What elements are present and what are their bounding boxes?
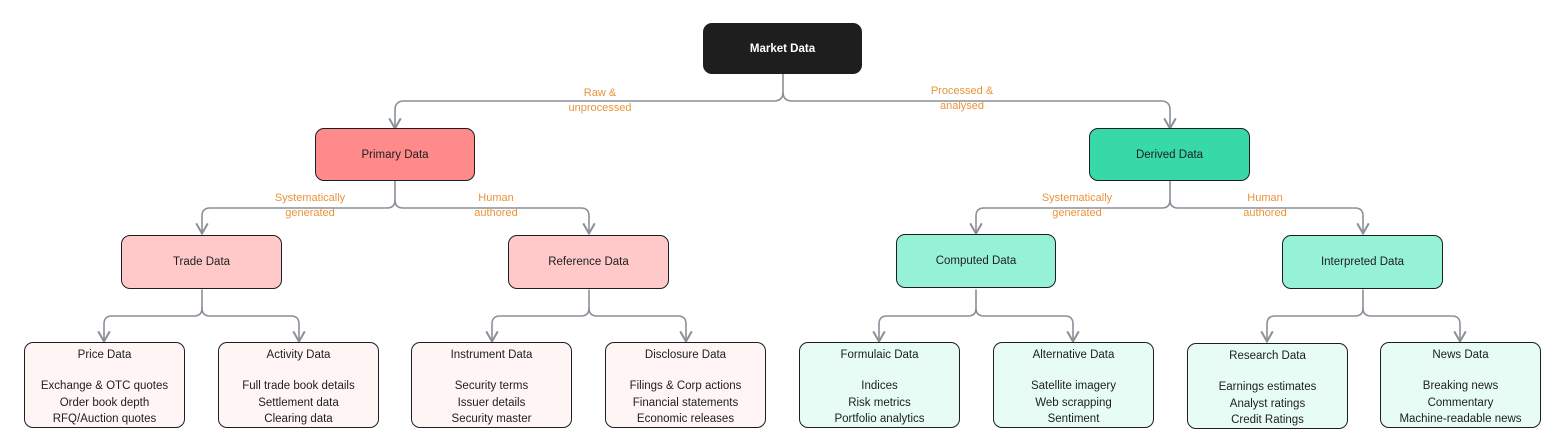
connector-reference-disclosure — [588, 307, 693, 344]
edge-label-line: Systematically — [274, 192, 346, 204]
connector-derived-computed — [969, 180, 1171, 236]
node-derived-data: Derived Data — [1089, 128, 1250, 181]
leaf-item: Order book depth — [59, 396, 150, 409]
connector-trade-price — [97, 289, 203, 344]
leaf-item: Indices — [861, 380, 898, 392]
connector-primary-reference — [394, 199, 596, 236]
leaf-title: Disclosure Data — [644, 349, 727, 361]
edge-label-derived-human: Human authored — [1213, 191, 1317, 221]
edge-label-line: unprocessed — [568, 102, 632, 114]
leaf-title: Formulaic Data — [840, 349, 919, 361]
connector-reference-instrument — [485, 289, 590, 344]
edge-label-line: Raw & — [583, 87, 617, 99]
connector-trade-activity — [201, 307, 306, 344]
leaf-item: Exchange & OTC quotes — [40, 380, 169, 392]
leaf-research-data: Research Data Earnings estimates Analyst… — [1187, 343, 1348, 429]
connector-interpreted-research — [1260, 289, 1364, 344]
edge-label-line: generated — [285, 207, 335, 219]
node-label: Reference Data — [548, 256, 629, 268]
root-node-market-data: Market Data — [703, 23, 862, 74]
node-reference-data: Reference Data — [508, 235, 669, 289]
edge-label-line: Processed & — [930, 85, 994, 97]
leaf-item: Risk metrics — [848, 396, 911, 409]
connector-root-derived — [782, 91, 1177, 131]
leaf-item: Sentiment — [1047, 413, 1100, 425]
leaf-item: Economic releases — [636, 413, 735, 425]
leaf-item: RFQ/Auction quotes — [52, 413, 157, 425]
connector-derived-interpreted — [1169, 199, 1370, 236]
leaf-item: Issuer details — [457, 396, 526, 409]
connector-root-primary — [388, 73, 784, 131]
edge-label-primary-human: Human authored — [444, 191, 548, 221]
leaf-activity-data: Activity Data Full trade book details Se… — [218, 342, 379, 428]
leaf-title: Activity Data — [266, 349, 331, 361]
leaf-title: Alternative Data — [1032, 349, 1115, 361]
leaf-item: Commentary — [1427, 396, 1494, 409]
edge-label-line: authored — [474, 207, 518, 219]
node-trade-data: Trade Data — [121, 235, 282, 289]
leaf-item: Satellite imagery — [1030, 380, 1116, 392]
leaf-title: Research Data — [1229, 350, 1306, 362]
leaf-item: Settlement data — [258, 396, 339, 409]
leaf-title: Price Data — [77, 349, 132, 361]
connector-interpreted-news — [1362, 307, 1467, 344]
connector-computed-formulaic — [872, 289, 977, 344]
node-label: Primary Data — [361, 148, 429, 161]
node-computed-data: Computed Data — [896, 234, 1056, 288]
leaf-news-data: News Data Breaking news Commentary Machi… — [1380, 342, 1541, 428]
node-label: Derived Data — [1135, 148, 1204, 161]
edge-label-line: Human — [478, 192, 514, 204]
edge-label-raw: Raw & unprocessed — [548, 86, 652, 116]
leaf-item: Security master — [451, 413, 532, 425]
leaf-formulaic-data: Formulaic Data Indices Risk metrics Port… — [799, 342, 960, 428]
edge-label-primary-systematic: Systematically generated — [258, 191, 362, 221]
leaf-title: News Data — [1432, 349, 1489, 361]
leaf-item: Clearing data — [264, 413, 333, 425]
node-interpreted-data: Interpreted Data — [1282, 235, 1443, 289]
leaf-instrument-data: Instrument Data Security terms Issuer de… — [411, 342, 572, 428]
edge-label-line: Human — [1247, 192, 1283, 204]
leaf-item: Breaking news — [1422, 380, 1499, 392]
leaf-item: Filings & Corp actions — [629, 380, 742, 392]
edge-label-line: generated — [1052, 207, 1102, 219]
edge-label-line: Systematically — [1041, 192, 1113, 204]
node-label: Market Data — [749, 42, 816, 55]
connector-primary-trade — [195, 180, 396, 236]
node-primary-data: Primary Data — [315, 128, 475, 181]
leaf-item: Full trade book details — [242, 380, 355, 392]
leaf-item: Security terms — [454, 380, 529, 392]
edge-label-line: authored — [1243, 207, 1287, 219]
node-label: Computed Data — [935, 255, 1017, 267]
leaf-item: Portfolio analytics — [834, 413, 925, 425]
leaf-item: Machine-readable news — [1399, 413, 1522, 425]
connector-computed-alternative — [975, 307, 1080, 344]
edge-label-processed: Processed & analysed — [910, 84, 1014, 114]
node-label: Interpreted Data — [1320, 256, 1405, 268]
edge-label-line: analysed — [939, 100, 985, 112]
leaf-disclosure-data: Disclosure Data Filings & Corp actions F… — [605, 342, 766, 428]
edge-label-derived-systematic: Systematically generated — [1025, 191, 1129, 221]
leaf-item: Earnings estimates — [1218, 381, 1317, 393]
leaf-item: Credit Ratings — [1231, 414, 1304, 426]
leaf-item: Analyst ratings — [1229, 397, 1306, 410]
node-label: Trade Data — [172, 256, 231, 268]
leaf-item: Web scrapping — [1035, 396, 1112, 409]
leaf-title: Instrument Data — [450, 349, 533, 361]
leaf-price-data: Price Data Exchange & OTC quotes Order b… — [24, 342, 185, 428]
leaf-alternative-data: Alternative Data Satellite imagery Web s… — [993, 342, 1154, 428]
leaf-item: Financial statements — [632, 396, 739, 409]
